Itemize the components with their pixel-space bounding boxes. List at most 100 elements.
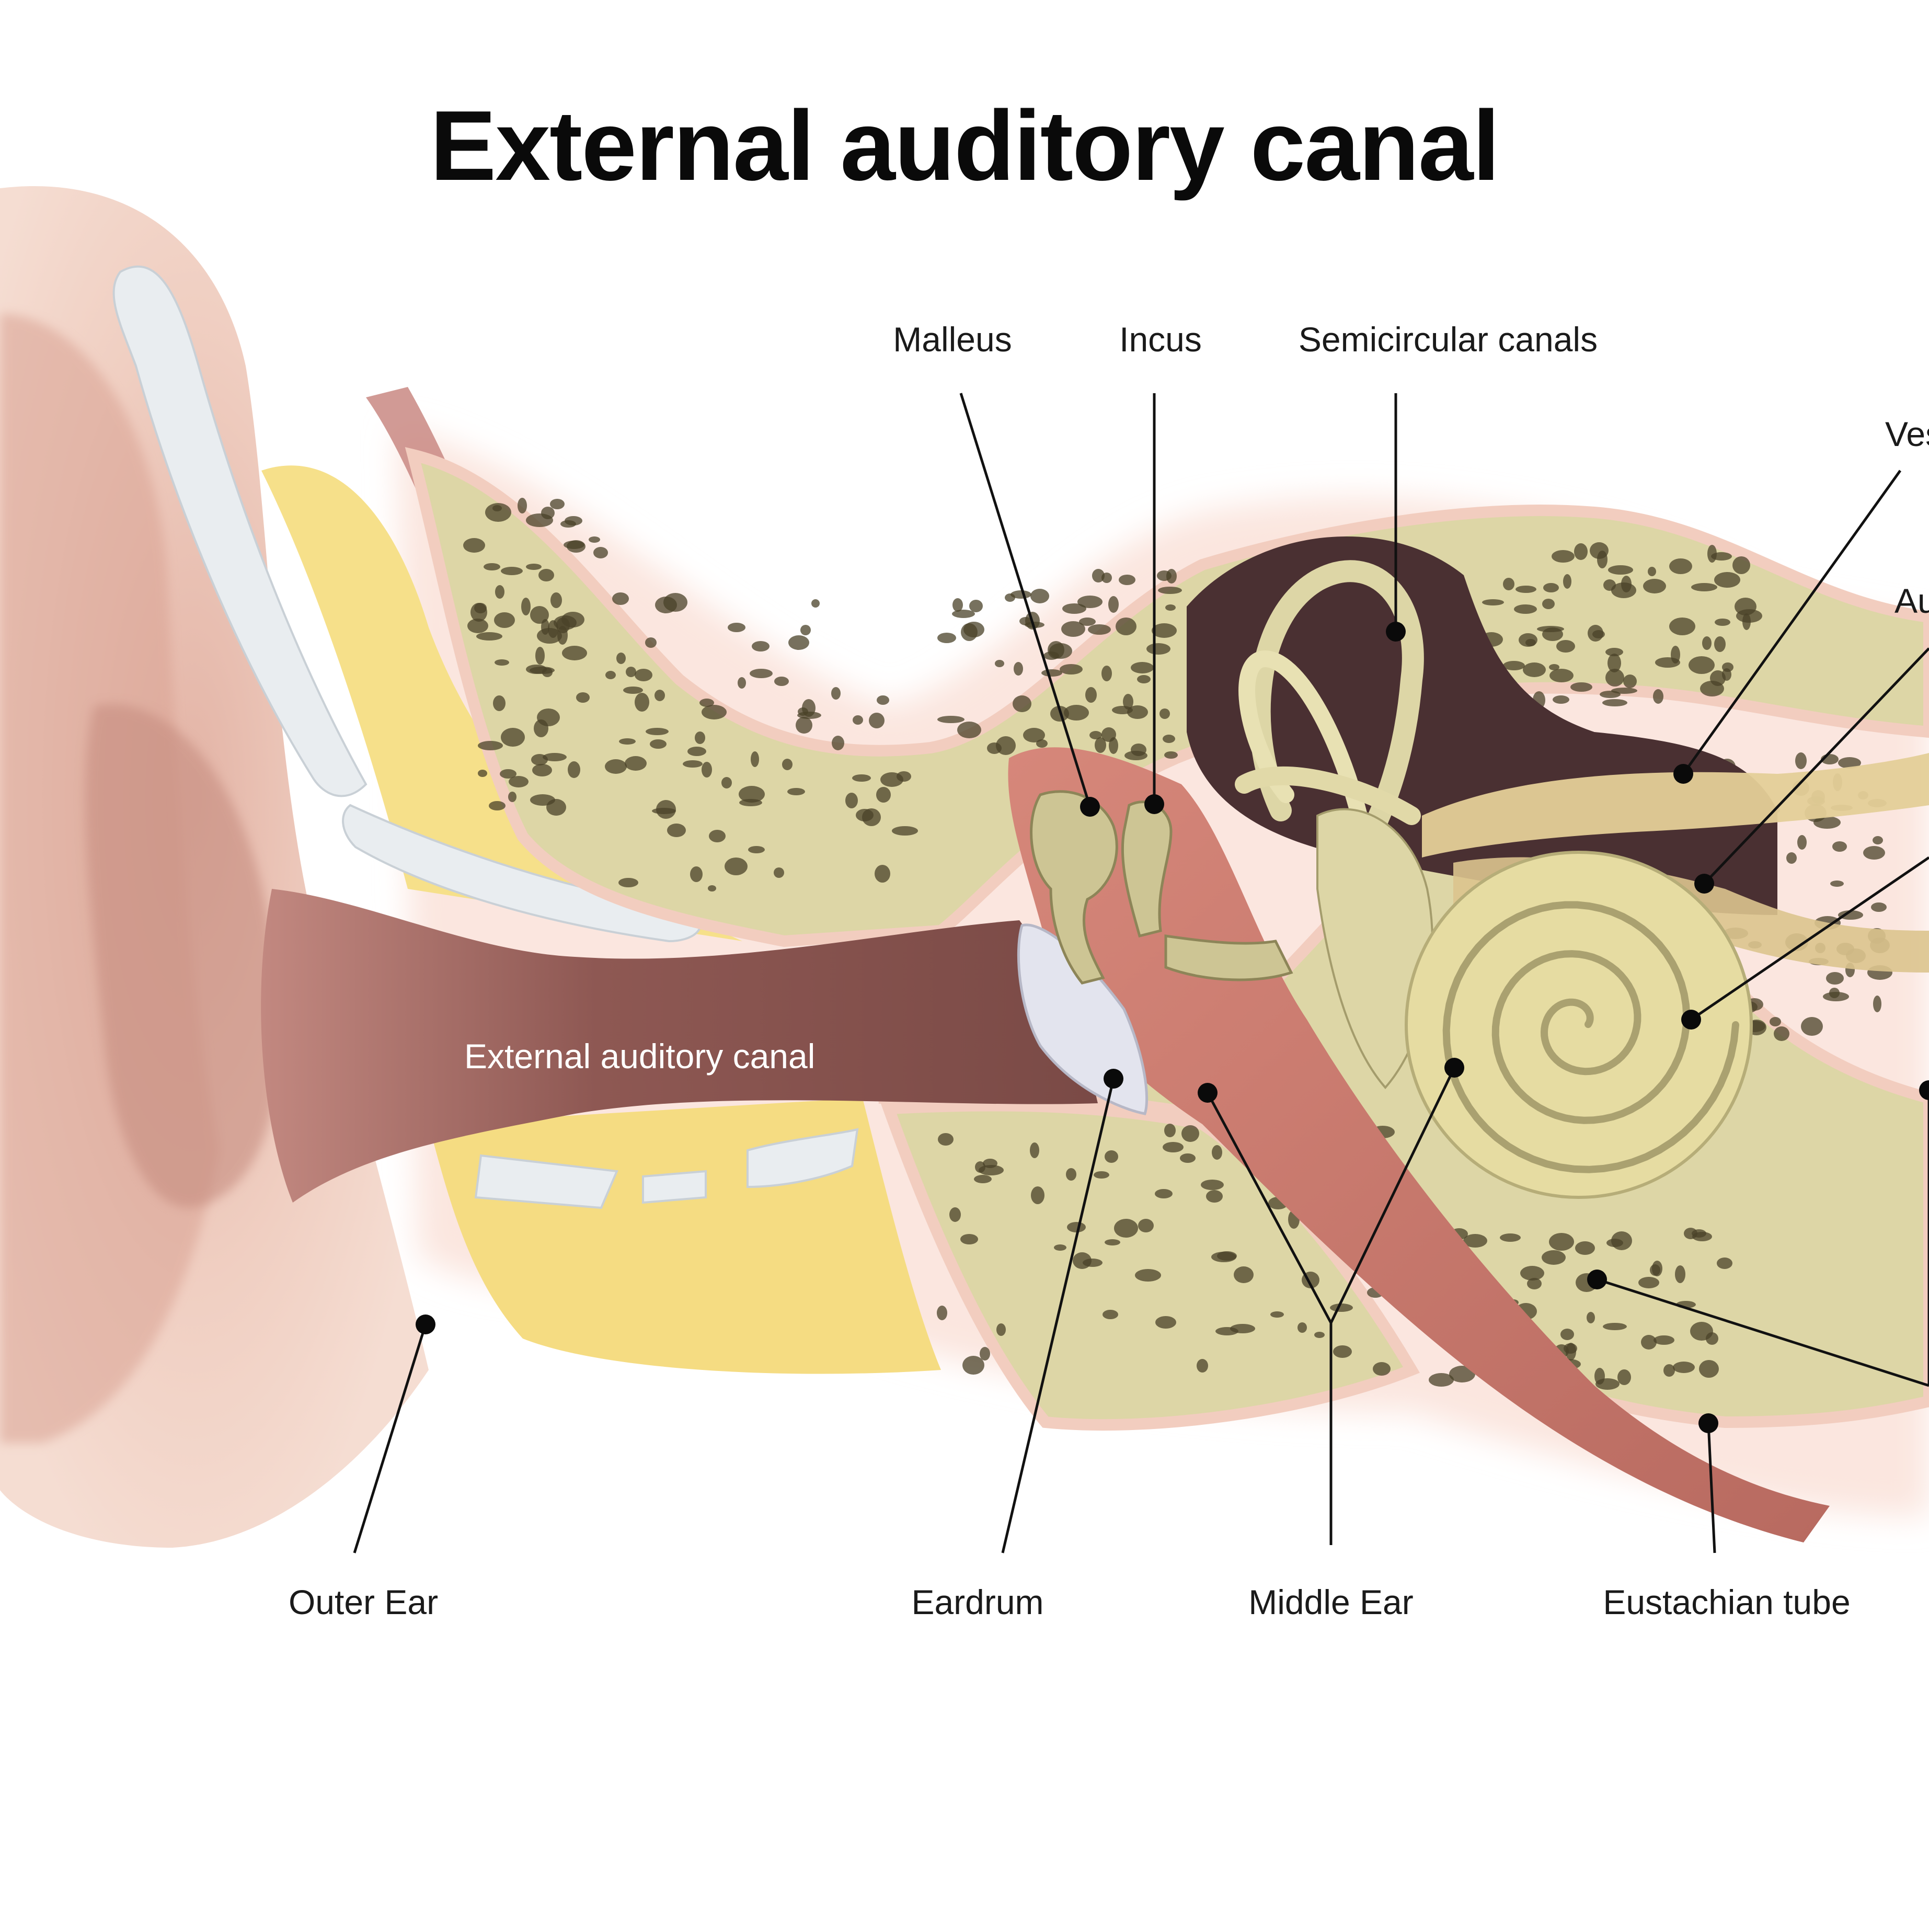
bone-pore [1553,695,1569,704]
bone-pore [1700,681,1724,696]
bone-pore [508,792,516,802]
bone-pore [1542,599,1555,609]
bone-pore [708,885,716,891]
bone-pore [537,708,560,726]
bone-pore [721,777,732,788]
bone-pore [492,505,502,511]
label-outer-ear: Outer Ear [289,1583,438,1621]
label-eardrum: Eardrum [911,1583,1043,1621]
bone-pore [543,753,567,761]
eustachian-leader [1707,1423,1716,1553]
bone-pore [739,786,765,803]
bone-pore [1838,910,1863,920]
bone-pore [1085,687,1097,703]
bone-pore [952,598,963,612]
malleus-bone [1030,790,1118,985]
bone-pore [476,632,502,641]
bone-pore [1643,579,1666,593]
bone-pore [495,585,504,599]
bone-pore [1314,1332,1325,1338]
bone-pore [996,736,1016,755]
bone-pore [690,866,703,882]
bone-pore [485,503,511,522]
label-middle-ear: Middle Ear [1248,1583,1413,1621]
bone-pore [1159,708,1170,719]
bone-pore [518,498,527,513]
bone-pore [1062,603,1086,614]
bone-pore [1605,648,1623,656]
bone-pore [1590,542,1609,559]
bone-pore [478,770,487,777]
bone-pore [1011,590,1031,599]
bone-pore [1429,1373,1454,1387]
bone-pore [1623,675,1637,688]
bone-pore [1131,744,1146,756]
bone-pore [1036,739,1048,748]
bone-pore [470,603,487,622]
bone-pore [561,612,584,627]
bone-pore [748,846,765,853]
bone-pore [655,597,677,613]
bone-pore [1088,624,1111,635]
bone-pore [787,788,805,795]
semicircular-canal-3 [1235,766,1421,825]
bone-pore [797,712,821,719]
outer-ear-leader [353,1324,427,1553]
bone-pore [1537,626,1564,632]
bone-pore [897,771,911,782]
bone-pore [1587,1312,1595,1323]
bone-pore [892,826,918,836]
malleus-leader [959,393,1092,807]
bone-pore [1041,669,1062,677]
bone-pore [728,623,745,632]
bone-pore [1795,752,1807,769]
bone-pore [1797,835,1807,850]
bone-pore [530,606,549,624]
bone-pore [938,1133,954,1146]
diagram-title: External auditory canal [430,90,1500,201]
bone-pore [862,808,881,826]
vestibular-dot [1673,764,1693,784]
bone-pore [1702,636,1712,650]
bone-pore [1079,618,1096,626]
bone-pore [699,699,714,707]
bone-pore [1108,596,1119,613]
temporal-bone-under-canal [880,1100,1420,1431]
bone-pore [1838,757,1861,769]
bone-pore [655,690,665,701]
bone-pore [969,600,983,612]
bone-pore [463,538,485,553]
bone-pore [635,693,649,712]
bone-pore [1270,1311,1284,1318]
bone-pore [1482,599,1504,605]
vestibular-nerve [1422,753,1929,858]
bone-pore [521,598,531,615]
bone-pore [1014,662,1023,676]
bone-pore [1023,728,1045,742]
bone-pore [1611,582,1636,598]
bone-pore [495,659,509,666]
bone-pore [687,747,706,756]
bone-pore [494,612,515,628]
cartilage-upper [112,265,368,797]
label-malleus: Malleus [893,320,1012,359]
bone-pore [656,800,676,819]
bone-pore [1215,1327,1238,1335]
bone-pore [1234,1266,1254,1283]
bone-pore [526,513,553,527]
bone-pore [1333,1345,1352,1358]
bone-pore [1031,1186,1044,1204]
bone-pore [1083,1259,1103,1267]
bone-pore [1563,574,1571,589]
leader-dots [416,622,1929,1433]
bone-pore [1105,1239,1120,1245]
bone-pore [484,563,500,570]
bone-pore [1500,1233,1521,1242]
bone-pore [1112,706,1133,714]
bone-pore [612,592,629,605]
bone-pore [1826,972,1844,985]
bone-pore [1373,1362,1391,1376]
bone-pore [546,799,566,816]
bone-pore [538,569,554,581]
